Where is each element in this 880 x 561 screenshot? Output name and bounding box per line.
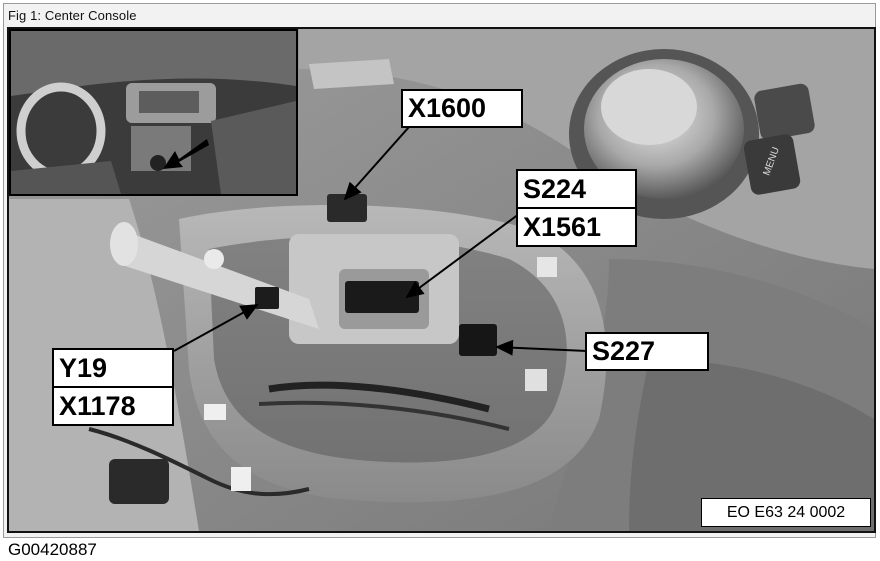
callout-s224: S224 bbox=[516, 169, 637, 209]
leader-s227 bbox=[495, 339, 588, 356]
locator-inset bbox=[9, 29, 298, 196]
leader-s224 bbox=[405, 213, 520, 299]
callout-x1561: X1561 bbox=[516, 207, 637, 247]
leader-x1600 bbox=[343, 126, 410, 201]
callout-x1600: X1600 bbox=[401, 89, 523, 128]
callout-x1178: X1178 bbox=[52, 386, 174, 426]
location-arrow-icon bbox=[163, 139, 209, 169]
leader-y19 bbox=[173, 304, 259, 352]
reference-code: EO E63 24 0002 bbox=[701, 498, 871, 527]
callout-y19: Y19 bbox=[52, 348, 174, 388]
figure-caption: Fig 1: Center Console bbox=[8, 8, 137, 23]
callout-s227: S227 bbox=[585, 332, 709, 371]
callout-leader-lines bbox=[173, 126, 588, 356]
image-id: G00420887 bbox=[8, 540, 97, 559]
inset-cabin-drawing bbox=[11, 31, 296, 194]
